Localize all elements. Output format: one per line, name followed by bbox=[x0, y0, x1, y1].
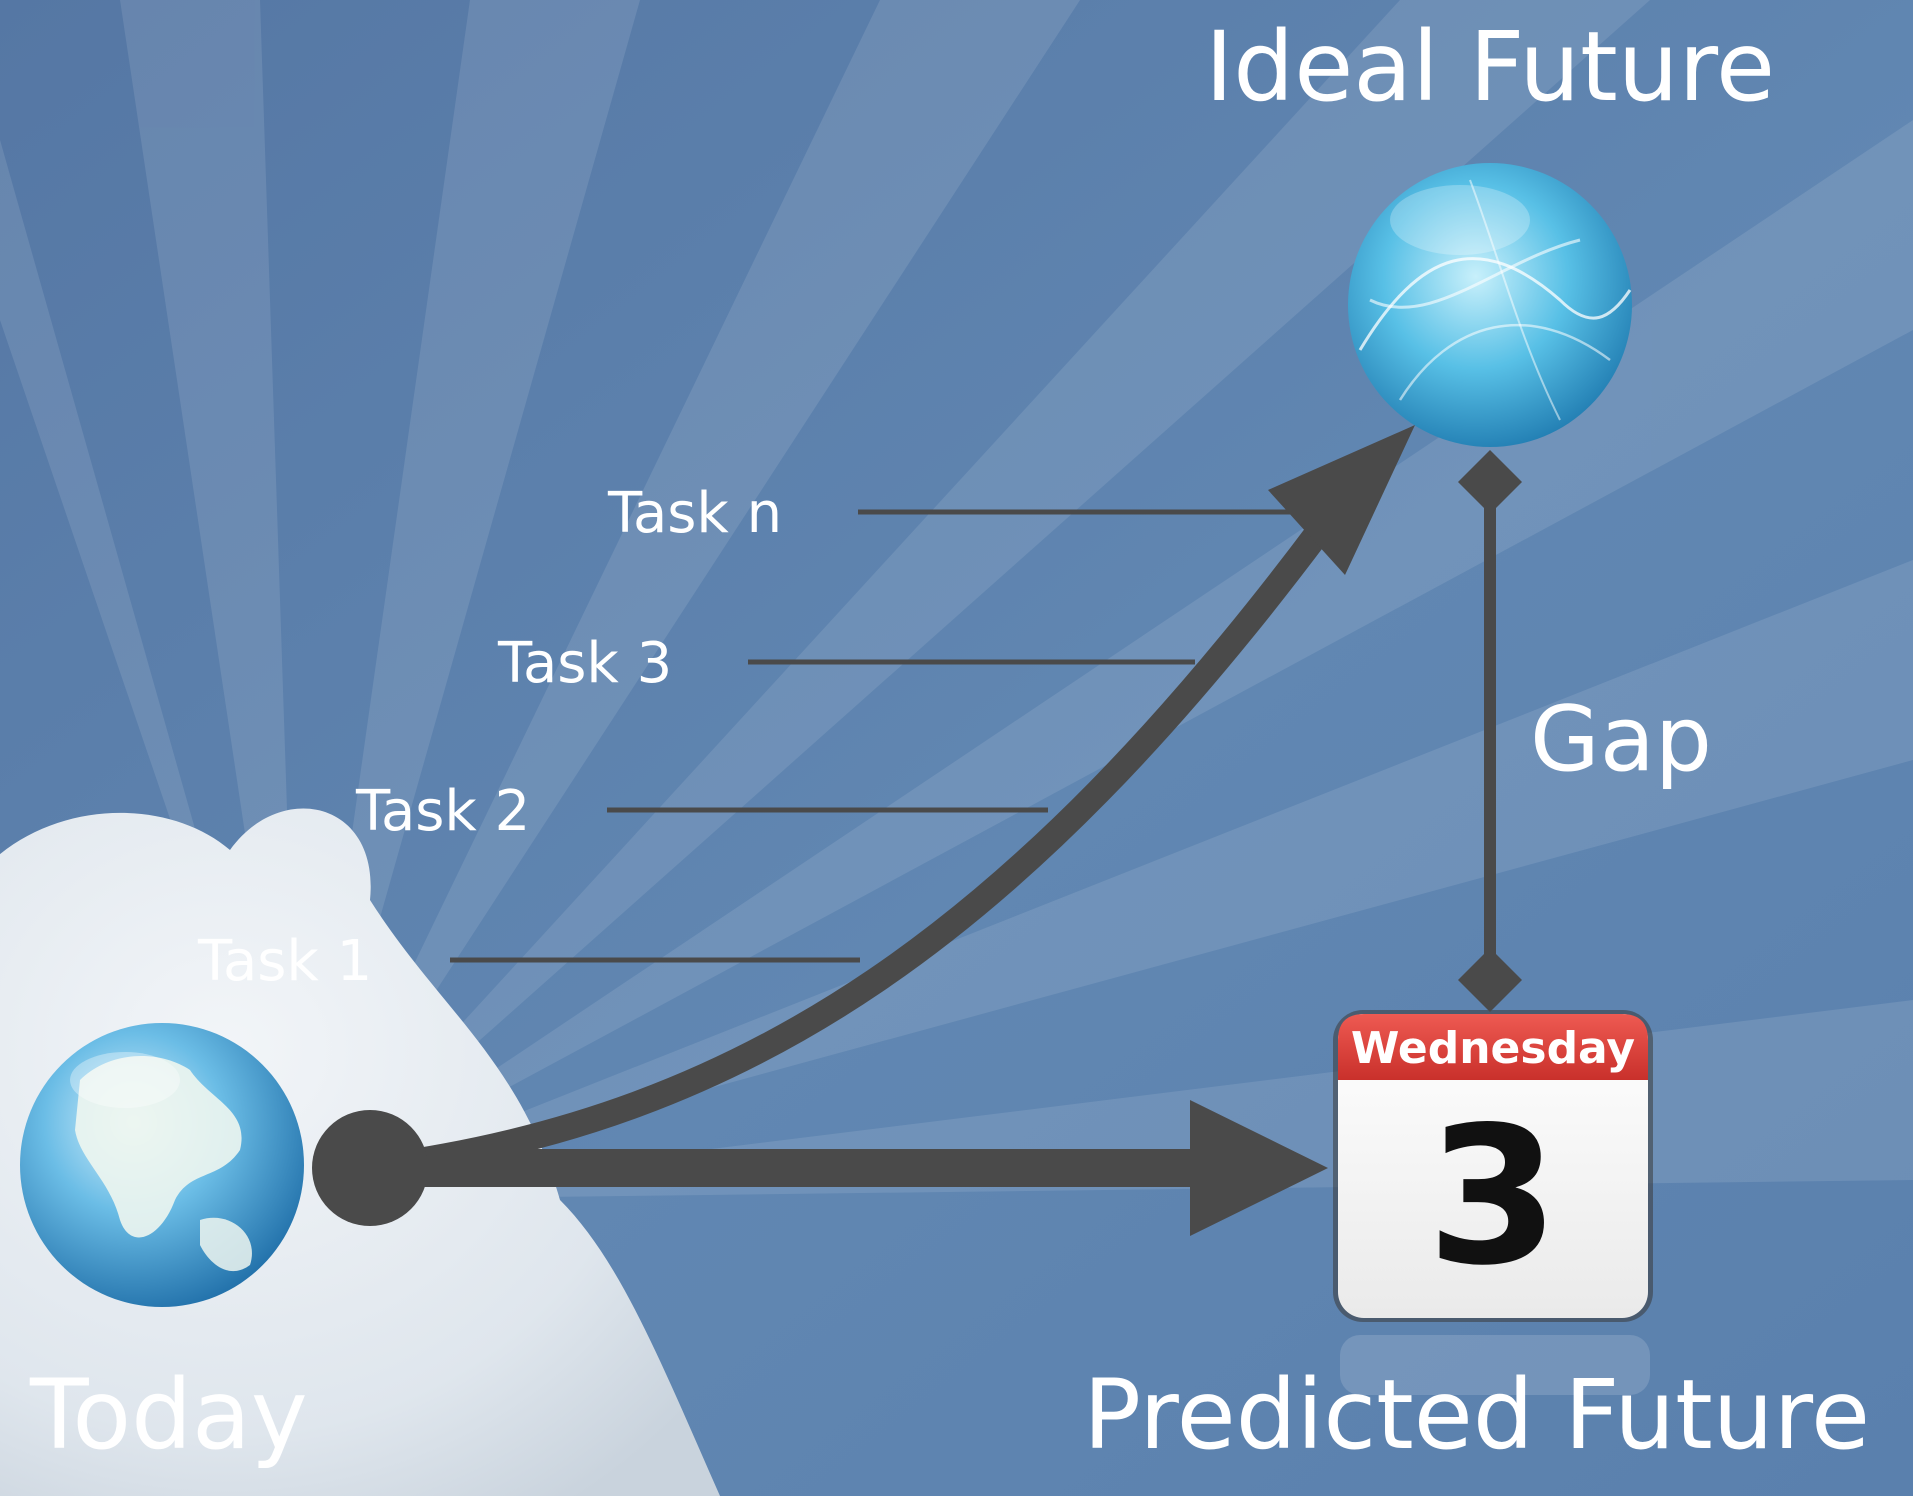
calendar-header bbox=[1338, 1014, 1648, 1080]
gap-top-diamond bbox=[1458, 450, 1522, 514]
calendar-weekday: Wednesday bbox=[1351, 1023, 1635, 1074]
predicted-future-label: Predicted Future bbox=[1083, 1359, 1870, 1471]
task-2-label: Task 2 bbox=[355, 779, 530, 844]
gap-connector bbox=[1458, 450, 1522, 1012]
glass-sphere-icon bbox=[1348, 163, 1632, 447]
calendar-reflection bbox=[1340, 1335, 1650, 1395]
calendar-day-number: 3 bbox=[1427, 1086, 1559, 1307]
task-1-label: Task 1 bbox=[197, 929, 372, 994]
gap-label: Gap bbox=[1530, 687, 1712, 792]
predicted-path-arrow bbox=[370, 1100, 1328, 1236]
task-lines bbox=[450, 509, 1312, 963]
ideal-future-label: Ideal Future bbox=[1205, 11, 1775, 123]
task-3-label: Task 3 bbox=[497, 631, 672, 696]
gap-bottom-diamond bbox=[1458, 948, 1522, 1012]
today-label: Today bbox=[29, 1359, 308, 1471]
ideal-path-arrow bbox=[357, 425, 1415, 1181]
calendar-icon: Wednesday 3 bbox=[1333, 1010, 1653, 1322]
earth-globe-icon bbox=[20, 1023, 304, 1307]
start-point bbox=[312, 1110, 428, 1226]
task-n-label: Task n bbox=[607, 481, 782, 546]
